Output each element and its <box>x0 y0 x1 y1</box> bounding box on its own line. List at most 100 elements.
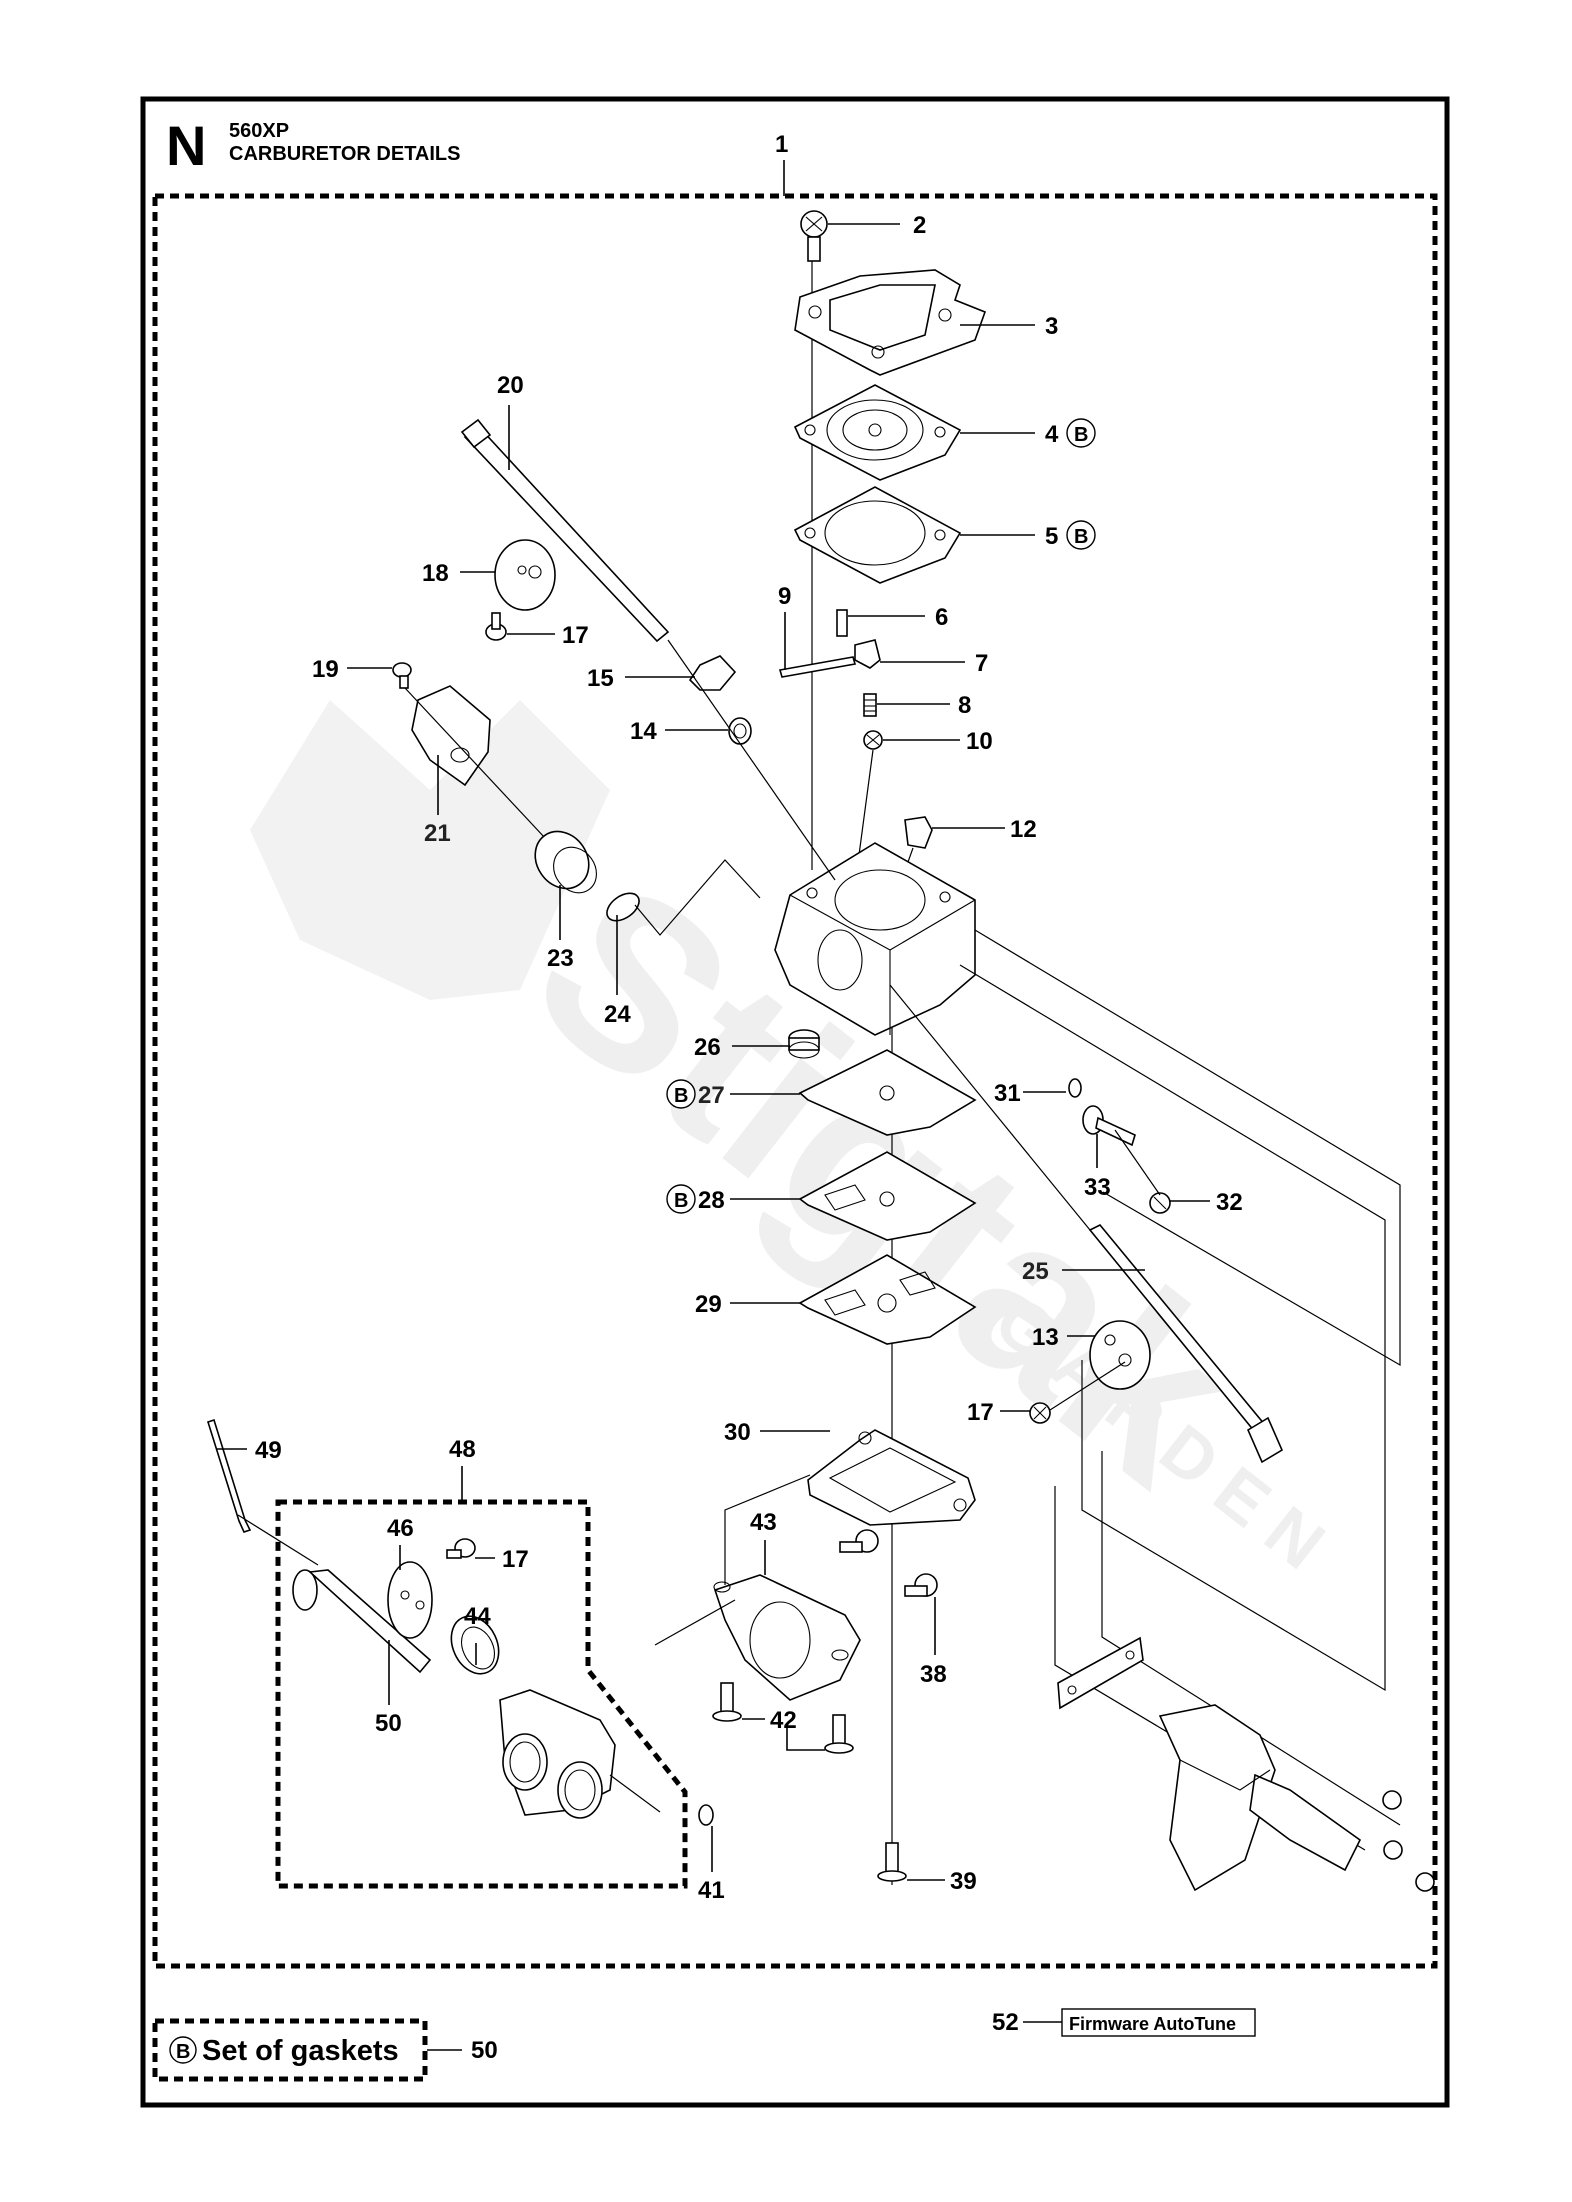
callout-13: 13 <box>1032 1324 1059 1351</box>
gasket-badge-4: B <box>1066 418 1096 448</box>
svg-text:B: B <box>1074 424 1088 446</box>
callout-2: 2 <box>913 212 926 239</box>
part-screw-32 <box>1149 1192 1171 1214</box>
axis-adapter-43 <box>724 1474 811 1585</box>
firmware-legend: 52 Firmware AutoTune <box>992 2008 1256 2037</box>
axis-rod-47 <box>237 1514 319 1566</box>
header: N 560XP CARBURETOR DETAILS <box>166 114 460 177</box>
part-spring-8 <box>863 693 877 717</box>
part-carburetor-body <box>774 842 976 1036</box>
callout-31: 31 <box>994 1080 1021 1107</box>
callout-48: 50 <box>375 1710 402 1737</box>
axis-linkage <box>667 639 836 881</box>
part-axle-9 <box>778 656 857 678</box>
firmware-box <box>1061 2008 1256 2037</box>
part-throttle-housing <box>499 1689 616 1819</box>
gasket-badge-5: B <box>1066 520 1096 550</box>
callout-21: 21 <box>424 820 451 847</box>
gasket-badge-28: B <box>666 1184 696 1214</box>
part-adapter-43 <box>713 1574 861 1701</box>
part-spring-44 <box>450 1615 500 1675</box>
part-valve-plate-18 <box>494 539 556 611</box>
part-screw-2 <box>800 210 828 262</box>
part-screw-38 <box>904 1573 938 1597</box>
callout-44: 44 <box>464 1603 491 1630</box>
part-lever-21 <box>411 685 491 787</box>
callout-14: 14 <box>630 718 657 745</box>
part-pump-body-30 <box>807 1429 976 1526</box>
part-filter-26 <box>788 1029 820 1059</box>
outer-frame <box>140 96 1450 2108</box>
axis-shaft-23 <box>889 984 1091 1231</box>
callout-5: 5 <box>1045 523 1058 550</box>
part-screw-10 <box>863 730 883 750</box>
callout-24: 23 <box>547 945 574 972</box>
part-valve-plate-13 <box>1089 1320 1151 1390</box>
svg-text:B: B <box>674 1190 688 1212</box>
part-rod-47 <box>207 1418 252 1533</box>
callout-18: 18 <box>422 560 449 587</box>
callout-17b: 17 <box>502 1546 529 1573</box>
callout-23: 25 <box>1022 1258 1049 1285</box>
part-pump-cover-3 <box>794 269 987 376</box>
callout-4: 4 <box>1045 421 1059 448</box>
part-diaphragm-4 <box>793 384 962 481</box>
callout-19: 20 <box>497 372 524 399</box>
callout-32: 32 <box>1216 1189 1243 1216</box>
part-plug-12 <box>904 816 933 849</box>
axis-screw-17c <box>1049 1361 1126 1411</box>
axis-electronics-3 <box>1101 1451 1401 1826</box>
part-needle-valve-6 <box>836 609 848 637</box>
part-gasket-27 <box>798 1049 977 1136</box>
callout-25: 24 <box>604 1001 631 1028</box>
callout-50: 50 <box>471 2037 498 2064</box>
part-screw-17a <box>485 612 507 641</box>
axis-housing <box>654 1599 736 1646</box>
svg-text:B: B <box>1074 526 1088 548</box>
part-cam-25 <box>606 892 640 922</box>
axis-housing-2 <box>609 1774 661 1813</box>
callout-12: 12 <box>1010 816 1037 843</box>
part-screw-17b <box>446 1538 476 1559</box>
callout-1: 1 <box>775 131 788 158</box>
axis-lever-21 <box>404 687 546 839</box>
watermark-logo-icon <box>250 700 610 1000</box>
gasket-set-label: Set of gaskets <box>202 2035 399 2067</box>
callout-10: 10 <box>966 728 993 755</box>
svg-text:B: B <box>674 1085 688 1107</box>
part-valve-plate-46 <box>387 1561 433 1639</box>
callout-28: 28 <box>698 1187 725 1214</box>
part-spring-14 <box>728 717 752 745</box>
part-lever-15 <box>688 655 737 691</box>
part-screw-20 <box>392 662 412 689</box>
part-spring-24 <box>534 830 597 894</box>
part-sensor-screws <box>1382 1790 1435 1892</box>
part-shaft-19 <box>460 418 670 643</box>
part-gasket-29 <box>798 1254 977 1345</box>
axis-electronics-1 <box>974 929 1401 1367</box>
part-shaft-23 <box>1088 1223 1284 1464</box>
model-name: 560XP <box>229 120 289 142</box>
callout-6: 6 <box>935 604 948 631</box>
callout-3: 3 <box>1045 313 1058 340</box>
callout-39: 39 <box>950 1868 977 1895</box>
callout-17a: 17 <box>562 622 589 649</box>
callout-43: 43 <box>750 1509 777 1536</box>
part-screw-17c <box>1029 1402 1051 1424</box>
part-sensor-harness <box>1158 1704 1362 1892</box>
part-gasket-5 <box>793 486 962 584</box>
callout-7: 7 <box>975 650 988 677</box>
axis-electronics-2 <box>959 964 1386 1692</box>
part-gasket-28 <box>798 1151 977 1241</box>
callout-42: 42 <box>770 1707 797 1734</box>
part-screws-42 <box>712 1682 854 1754</box>
callout-41: 41 <box>698 1877 725 1904</box>
callout-33: 33 <box>1084 1174 1111 1201</box>
gasket-set-badge: B <box>176 2041 190 2063</box>
callout-17c: 17 <box>967 1399 994 1426</box>
part-clip-31 <box>1068 1078 1082 1098</box>
diagram-title: CARBURETOR DETAILS <box>229 143 460 165</box>
gasket-set-legend: B Set of gaskets 50 <box>152 2018 498 2082</box>
gasket-badge-27: B <box>666 1079 696 1109</box>
